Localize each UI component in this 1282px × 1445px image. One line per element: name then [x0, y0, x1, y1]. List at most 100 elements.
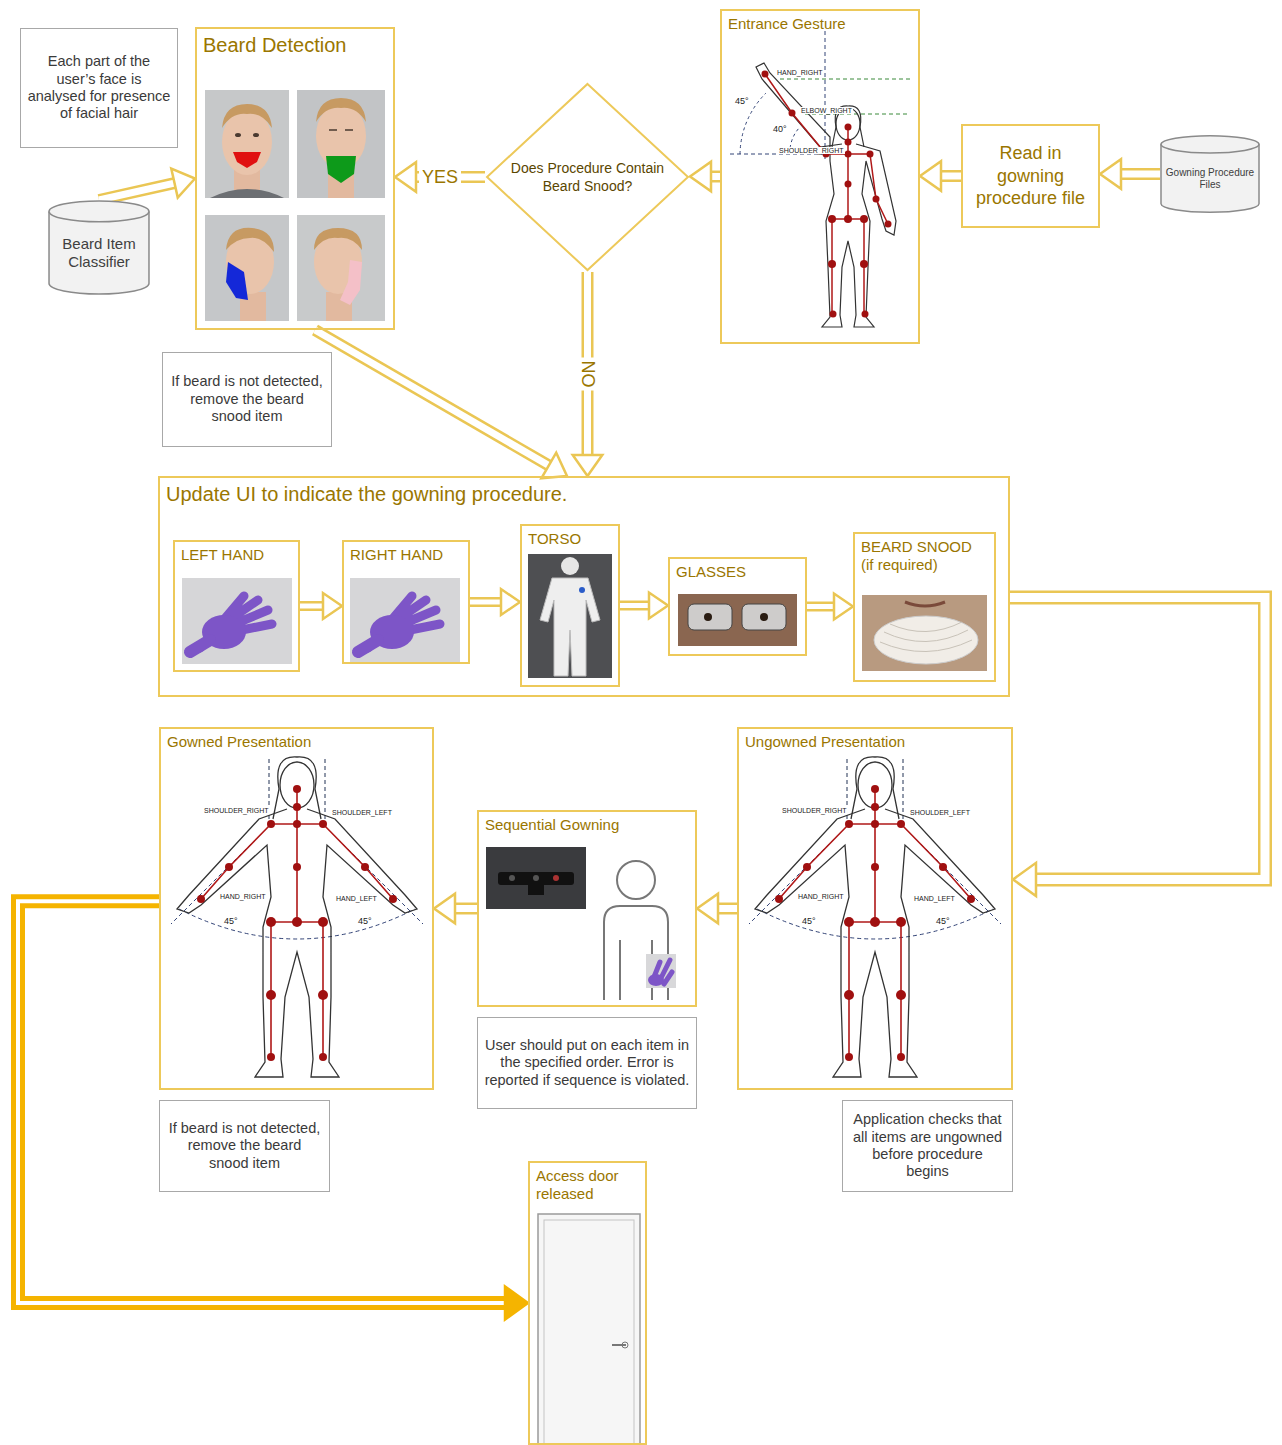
flow-arrow [18, 901, 528, 1319]
flow-arrow [920, 161, 961, 191]
box-heading: Sequential Gowning [479, 812, 695, 838]
skeleton-figure [171, 757, 423, 1077]
cylinder-rim [49, 211, 149, 221]
flow-arrow [470, 589, 520, 615]
figure-label: 45° [935, 917, 951, 926]
arrow-shaft-inner [315, 330, 550, 466]
arrow-shaft [99, 183, 176, 200]
flow-arrow [807, 594, 853, 620]
box-heading: Ungowned Presentation [739, 729, 1011, 755]
box-heading: TORSO [522, 526, 618, 552]
figure-label: 45° [223, 917, 239, 926]
arrow-head [323, 593, 342, 619]
arrow-shaft [582, 272, 594, 456]
arrow-shaft-inner [99, 183, 176, 200]
box-heading: Update UI to indicate the gowning proced… [160, 478, 1008, 510]
arrow-head [541, 453, 567, 479]
box-heading: Access door released [530, 1163, 645, 1207]
arrow-shaft-inner [940, 173, 961, 180]
arrow-head [690, 162, 711, 192]
figure-label: HAND_RIGHT [219, 893, 267, 900]
figure-label: SHOULDER_RIGHT [781, 807, 848, 814]
arrow-shaft [940, 170, 961, 182]
item-box: TORSO [520, 524, 620, 687]
database-cylinder: Beard Item Classifier [48, 200, 150, 295]
arrow-shaft [717, 903, 737, 915]
box-text: Each part of the user’s face is analysed… [27, 53, 171, 123]
coverall-photo [528, 554, 612, 678]
flow-arrow [1010, 598, 1265, 897]
diamond-outline [485, 82, 690, 272]
arrow-head [697, 894, 718, 924]
process-box: Beard Detection [195, 27, 395, 330]
box-heading: Gowned Presentation [161, 729, 432, 755]
arrow-head [573, 455, 603, 476]
arrow-shaft-inner [584, 272, 591, 456]
arrow-head [505, 1286, 528, 1319]
box-text: Does Procedure Contain Beard Snood? [508, 159, 668, 195]
skeleton-figure [749, 757, 1001, 1077]
diamond-shape [487, 84, 688, 270]
figure-label: SHOULDER_LEFT [909, 809, 971, 816]
box-heading: GLASSES [670, 559, 805, 585]
glove-photo [350, 578, 460, 664]
flow-arrow [315, 330, 567, 478]
face-photo [205, 215, 289, 321]
flow-arrow [690, 162, 720, 192]
box-text: Application checks that all items are un… [849, 1111, 1006, 1181]
snood-photo [862, 595, 987, 671]
person-icon [604, 861, 676, 1000]
arrow-shaft [807, 602, 835, 612]
box-text: Read in gowning procedure file [969, 142, 1092, 210]
box-heading: RIGHT HAND [344, 542, 468, 568]
arrow-shaft [470, 597, 502, 607]
glasses-photo [678, 594, 797, 646]
figure-label: HAND_RIGHT [797, 893, 845, 900]
flow-arrow [620, 593, 668, 619]
item-box: RIGHT HAND [342, 540, 470, 664]
box-heading: BEARD SNOOD (if required) [855, 534, 989, 578]
figure-label: ELBOW_RIGHT [800, 107, 853, 114]
cylinder-body [49, 201, 149, 294]
skeleton-figure [730, 31, 910, 327]
flow-arrow [697, 894, 737, 924]
arrow-shaft-inner [300, 604, 324, 609]
item-box: BEARD SNOOD (if required) [853, 532, 996, 682]
box-text: If beard is not detected, remove the bea… [169, 373, 325, 425]
note-box: If beard is not detected, remove the bea… [159, 1100, 330, 1192]
arrow-head [171, 169, 195, 198]
box-heading: Beard Detection [197, 29, 393, 61]
cylinder-rim [1161, 144, 1259, 153]
arrow-shaft-inner [1010, 598, 1265, 880]
face-photo [297, 215, 385, 321]
item-box: LEFT HAND [173, 540, 300, 672]
box-text: Gowning Procedure Files [1164, 167, 1256, 191]
process-box: Gowned Presentation [159, 727, 434, 1090]
box-text: Beard Item Classifier [52, 235, 146, 271]
door-icon [538, 1214, 640, 1445]
process-box: Ungowned Presentation [737, 727, 1013, 1090]
glove-photo [182, 578, 292, 664]
arrow-shaft [315, 330, 550, 466]
arrow-shaft-inner [1120, 171, 1160, 178]
flow-arrow [573, 272, 603, 476]
arrow-head [1013, 863, 1036, 896]
process-box: Entrance Gesture [720, 9, 920, 344]
flow-arrow [300, 593, 342, 619]
figure-label: 40° [772, 125, 788, 134]
note-box: Each part of the user’s face is analysed… [20, 28, 178, 148]
figure-label: 45° [801, 917, 817, 926]
arrow-shaft [415, 171, 485, 183]
arrow-head [649, 593, 668, 619]
flow-arrow [395, 162, 485, 192]
arrow-head [395, 162, 416, 192]
box-text: User should put on each item in the spec… [484, 1037, 690, 1089]
database-cylinder: Gowning Procedure Files [1160, 135, 1260, 213]
arrow-shaft-inner [454, 905, 477, 912]
arrow-shaft [1120, 168, 1160, 180]
process-box: Read in gowning procedure file [961, 124, 1100, 228]
flow-arrow [1100, 159, 1160, 189]
process-box: Access door released [528, 1161, 647, 1445]
arrow-shaft-inner [470, 600, 502, 605]
